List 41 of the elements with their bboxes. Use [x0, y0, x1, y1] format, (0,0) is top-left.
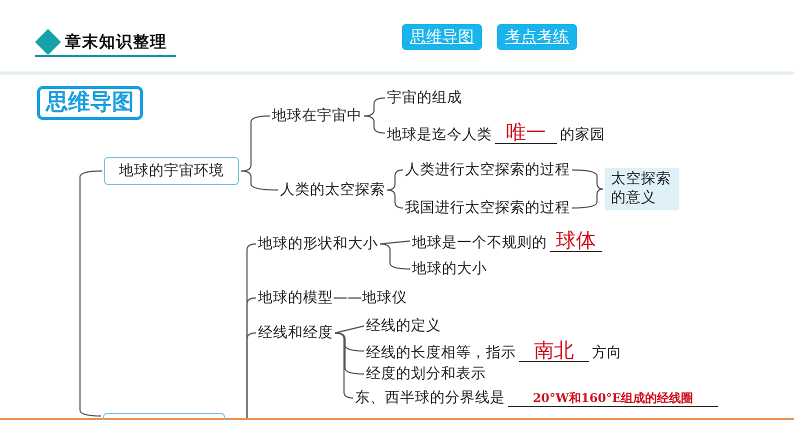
statement-text: 经线的长度相等，指示 [366, 345, 516, 361]
statement-text: 地球是迄今人类 [387, 127, 492, 143]
brace-line [380, 240, 410, 245]
answer-text: 20°W和160°E组成的经线圈 [508, 390, 718, 407]
statement-text: 的家园 [560, 127, 605, 143]
topic-text: 经线和经度 [258, 323, 333, 343]
brace-line [572, 188, 604, 209]
brace-line [572, 169, 604, 190]
chapter-title: 章末知识整理 [65, 32, 167, 53]
statement-text: 地球是一个不规则的 [412, 235, 547, 251]
answer-text: 南北 [519, 339, 589, 362]
topic-text: 经度的划分和表示 [366, 364, 486, 384]
topic-box: 地球的宇宙环境 [104, 157, 239, 185]
brace-line [246, 332, 256, 418]
topic-text: 地球在宇宙中 [272, 106, 362, 126]
tab-button: 思维导图 [402, 24, 482, 50]
brace-line [386, 189, 404, 209]
topic-text: 经线的定义 [366, 316, 441, 336]
topic-text: 地球的模型——地球仪 [258, 288, 407, 308]
topic-text: 宇宙的组成 [387, 88, 462, 108]
brace-line [79, 170, 102, 290]
brace-line [334, 332, 354, 399]
answer-text: 唯一 [495, 121, 557, 144]
brace-line [380, 243, 410, 270]
topic-box [103, 413, 225, 420]
brace-line [334, 325, 364, 334]
brace-line [79, 290, 101, 417]
brace-line [240, 170, 278, 191]
brace-line [240, 115, 270, 172]
tab-button: 考点考练 [497, 24, 577, 50]
highlight-box: 太空探索的意义 [605, 168, 679, 210]
statement-text: 方向 [592, 345, 622, 361]
answer-text: 球体 [550, 229, 602, 252]
topic-text: 地球的形状和大小 [258, 234, 378, 254]
topic-text: 人类进行太空探索的过程 [405, 160, 570, 180]
statement-text: 东、西半球的分界线是 [355, 390, 505, 406]
brace-line [386, 169, 404, 191]
section-tag: 思维导图 [37, 86, 143, 120]
topic-text: 地球的大小 [412, 259, 487, 279]
topic-text: 人类的太空探索 [280, 180, 385, 200]
topic-text: 我国进行太空探索的过程 [405, 198, 570, 218]
